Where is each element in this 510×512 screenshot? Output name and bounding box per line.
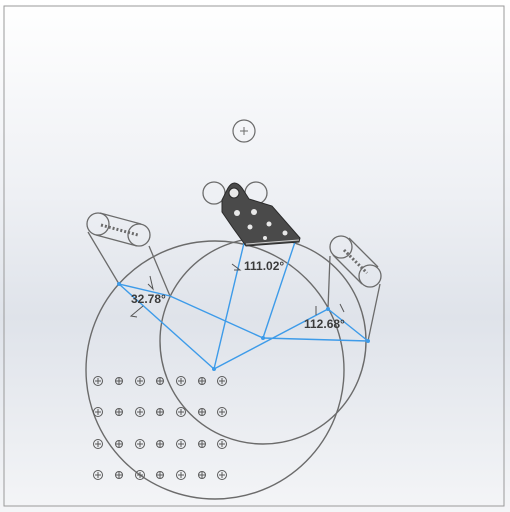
origin-icon[interactable] [232, 119, 256, 143]
construction-lines [118, 238, 369, 370]
hole-marker[interactable] [115, 408, 123, 416]
hole-marker[interactable] [198, 377, 206, 385]
hole-marker[interactable] [176, 376, 186, 386]
hole-marker[interactable] [198, 440, 206, 448]
hole-marker[interactable] [176, 439, 186, 449]
hole-marker[interactable] [115, 471, 123, 479]
hole-marker[interactable] [176, 407, 186, 417]
bracket-part[interactable] [202, 181, 301, 247]
hole-pattern-icon[interactable] [93, 376, 227, 480]
hole-marker[interactable] [135, 407, 145, 417]
hole-marker[interactable] [135, 439, 145, 449]
hole-marker[interactable] [156, 471, 164, 479]
hole-marker[interactable] [93, 407, 103, 417]
view-frame [3, 5, 505, 507]
sketch-points[interactable] [117, 282, 370, 371]
hole-marker[interactable] [217, 407, 227, 417]
hole-marker[interactable] [156, 440, 164, 448]
angle-dimension-right[interactable]: 112.68° [304, 317, 345, 331]
hole-marker[interactable] [217, 439, 227, 449]
hole-marker[interactable] [217, 376, 227, 386]
hole-marker[interactable] [93, 470, 103, 480]
hole-marker[interactable] [198, 408, 206, 416]
hole-marker[interactable] [176, 470, 186, 480]
hole-marker[interactable] [198, 471, 206, 479]
hole-marker[interactable] [93, 439, 103, 449]
link-left[interactable] [86, 212, 151, 247]
hole-marker[interactable] [135, 470, 145, 480]
link-connectors [87, 231, 381, 342]
sketch-circle-large-left[interactable] [85, 240, 345, 500]
angle-dimension-center[interactable]: 111.02° [244, 259, 284, 273]
hole-marker[interactable] [135, 376, 145, 386]
hole-marker[interactable] [217, 470, 227, 480]
dimension-arrows [129, 263, 345, 318]
angle-dimension-left[interactable]: 32.78° [131, 292, 166, 306]
hole-marker[interactable] [156, 377, 164, 385]
hole-marker[interactable] [115, 440, 123, 448]
hole-marker[interactable] [93, 376, 103, 386]
hole-marker[interactable] [115, 377, 123, 385]
link-right[interactable] [329, 235, 382, 288]
hole-marker[interactable] [156, 408, 164, 416]
